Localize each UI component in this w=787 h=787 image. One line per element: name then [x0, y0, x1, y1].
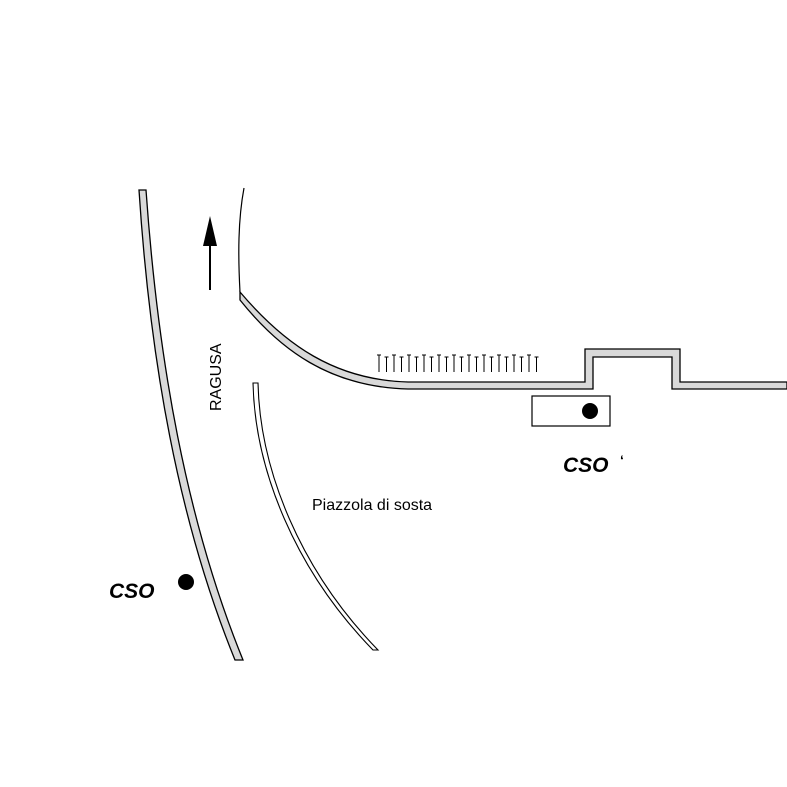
- area-label: Piazzola di sosta: [312, 497, 432, 514]
- cso-right-label: CSO: [563, 454, 609, 477]
- upper-road-edge: [239, 290, 787, 390]
- barrier-ticks: [377, 354, 539, 372]
- direction-label: RAGUSA: [208, 343, 225, 411]
- upper-road-thin-line: [238, 187, 245, 293]
- cso-box: [531, 395, 611, 427]
- cso-right-marker-icon: [582, 403, 598, 419]
- layby-inner-edge: [252, 382, 380, 651]
- arrow-up-icon: [203, 216, 217, 290]
- cso-left-marker-icon: [178, 574, 194, 590]
- cso-left-label: CSO: [109, 580, 155, 603]
- left-road-edge: [138, 189, 244, 661]
- cso-right-apostrophe: ‘: [620, 452, 624, 468]
